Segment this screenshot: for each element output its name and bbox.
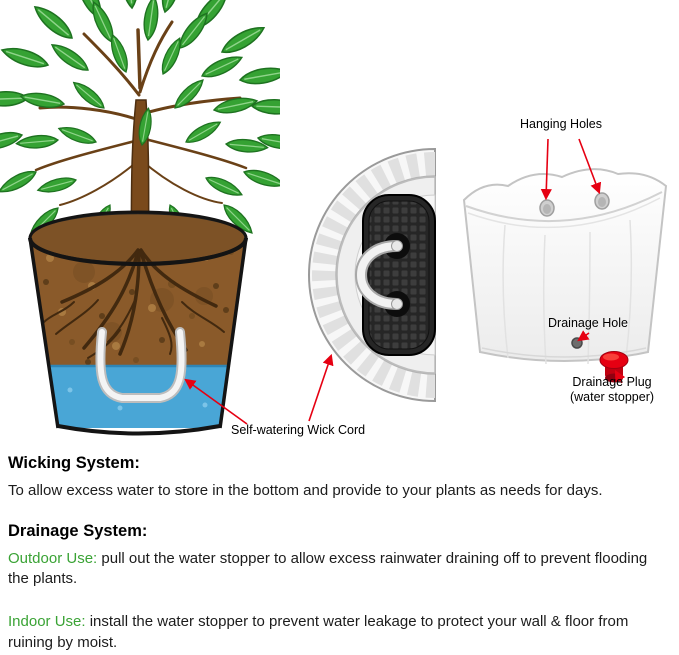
plant-pot-illustration [0, 0, 280, 436]
wick-cord [95, 327, 187, 403]
wall-planter-illustration [462, 168, 668, 383]
drainage-hole-label: Drainage Hole [548, 316, 628, 330]
indoor-use-paragraph: Indoor Use: install the water stopper to… [8, 612, 671, 653]
hanging-holes-label: Hanging Holes [520, 117, 602, 131]
outdoor-use-paragraph: Outdoor Use: pull out the water stopper … [8, 549, 671, 590]
drainage-plug-label: Drainage Plug (water stopper) [552, 375, 672, 405]
hanging-hole-left [539, 199, 555, 217]
outdoor-use-text: pull out the water stopper to allow exce… [8, 549, 648, 588]
indoor-use-label: Indoor Use: [8, 613, 86, 631]
drainage-hole [571, 337, 583, 349]
planter-body [462, 168, 668, 365]
wick-basket [362, 194, 436, 356]
wick-cord-label: Self-watering Wick Cord [231, 423, 366, 437]
wick-cross-section-illustration [308, 147, 436, 403]
drainage-plug-label-line1: Drainage Plug [572, 375, 652, 389]
hanging-hole-right [594, 192, 610, 210]
wick-cord-loop [355, 240, 403, 310]
indoor-use-text: install the water stopper to prevent wat… [8, 613, 629, 651]
drainage-system-title: Drainage System: [8, 521, 148, 540]
wicking-system-body: To allow excess water to store in the bo… [8, 482, 603, 499]
wicking-system-title: Wicking System: [8, 454, 140, 472]
drainage-plug-label-line2: (water stopper) [569, 389, 655, 404]
outdoor-use-label: Outdoor Use: [8, 549, 98, 567]
description-text: Wicking System: To allow excess water to… [8, 454, 671, 655]
